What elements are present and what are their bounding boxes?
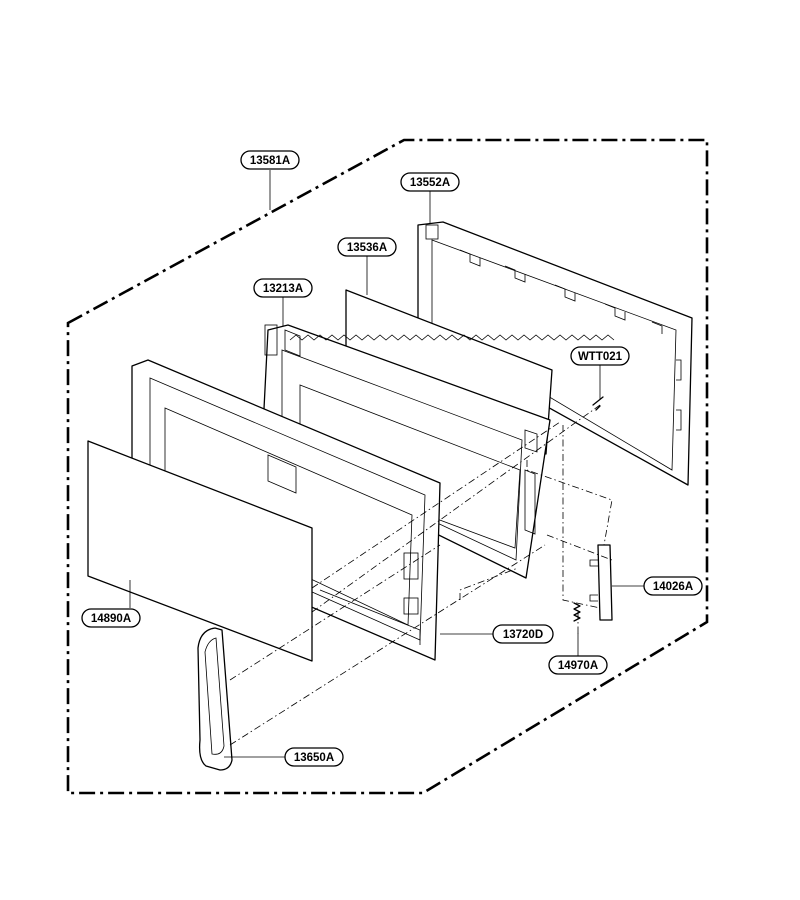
- callout-13536a: 13536A: [337, 237, 397, 257]
- callout-14026a: 14026A: [643, 576, 703, 596]
- callout-13213a: 13213A: [253, 278, 313, 298]
- callout-label: WTT021: [578, 351, 623, 363]
- part-wtt021-screw: [592, 396, 604, 411]
- part-13552a-rear-frame: [417, 221, 693, 486]
- callout-label: 14026A: [653, 581, 693, 593]
- callout-label: 13720D: [503, 629, 543, 641]
- assembly-boundary: [66, 138, 709, 795]
- callout-label: 14890A: [91, 613, 131, 625]
- callout-13581a: 13581A: [240, 150, 300, 170]
- part-14970a-spring: [573, 602, 581, 622]
- callout-label: 13536A: [347, 242, 387, 254]
- part-14026a-latch-hook: [589, 544, 613, 621]
- callout-label: 13552A: [410, 177, 450, 189]
- callout-label: 14970A: [558, 660, 598, 672]
- callout-label: 13213A: [263, 283, 303, 295]
- callout-label: 13581A: [250, 155, 290, 167]
- part-13650a-handle: [197, 627, 233, 771]
- callout-13552a: 13552A: [400, 172, 460, 192]
- part-14890a-front-panel: [87, 440, 313, 662]
- alignment-lines: [229, 404, 613, 746]
- callout-14890a: 14890A: [81, 608, 141, 628]
- callout-label: 13650A: [294, 752, 334, 764]
- callout-13720d: 13720D: [492, 624, 554, 644]
- leader-lines: [129, 170, 644, 758]
- callout-wtt021: WTT021: [570, 346, 630, 366]
- callout-14970a: 14970A: [548, 655, 608, 675]
- callout-13650a: 13650A: [284, 747, 344, 767]
